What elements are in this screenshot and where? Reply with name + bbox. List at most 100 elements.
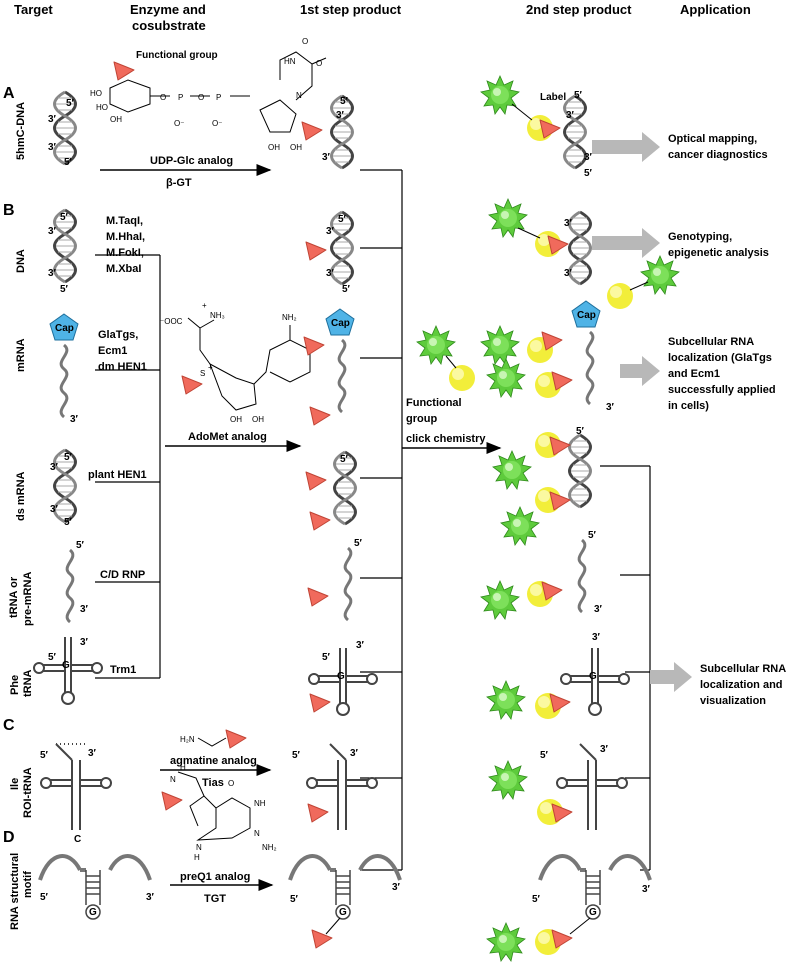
functional-group-triangle xyxy=(113,61,135,81)
label-annotation: Label xyxy=(540,92,566,103)
chem-o: O xyxy=(228,779,234,788)
label-5prime: 5′ xyxy=(48,652,57,663)
app-sub2-line2: localization and xyxy=(700,679,783,691)
app-sub1-line1: Subcellular RNA xyxy=(668,336,754,348)
enzyme-mxbai: M.XbaI xyxy=(106,263,141,275)
product-triangle xyxy=(305,471,327,491)
label-5prime: 5′ xyxy=(588,530,597,541)
preq1-triangle xyxy=(161,791,183,811)
label-g: G xyxy=(339,907,347,918)
chem-ominus: O⁻ xyxy=(212,119,222,128)
label-5prime: 5′ xyxy=(40,892,49,903)
enzyme-plant-hen1: plant HEN1 xyxy=(88,469,147,481)
enzyme-tias: Tias xyxy=(202,777,224,789)
app-optical-line1: Optical mapping, xyxy=(668,133,757,145)
func-group-line1: Functional xyxy=(406,397,462,409)
target-ile-line1: Ile xyxy=(9,778,21,790)
product-triangle xyxy=(311,929,333,949)
application-arrow xyxy=(592,228,660,258)
enzyme-tgt: TGT xyxy=(204,893,226,905)
label-c: C xyxy=(74,834,81,845)
enzyme-trm1: Trm1 xyxy=(110,664,136,676)
label-star xyxy=(480,580,520,620)
app-sub2-line1: Subcellular RNA xyxy=(700,663,786,675)
target-phe-line1: Phe xyxy=(9,675,21,695)
label-5prime: 5′ xyxy=(64,452,73,463)
target-mrna: mRNA xyxy=(15,338,27,372)
step2-products-b: 3′ 3′ Cap 3′ 5′ 5′ 3′ xyxy=(480,198,680,720)
label-5prime: 5′ xyxy=(40,750,49,761)
chem-ominus: O⁻ xyxy=(174,119,184,128)
label-5prime: 5′ xyxy=(342,284,351,295)
panel-letter-d: D xyxy=(3,829,15,846)
chem-n: N xyxy=(170,775,176,784)
product-triangle xyxy=(309,693,331,713)
label-3prime: 3′ xyxy=(50,462,59,473)
chem-o: O xyxy=(198,93,204,102)
right-bracket xyxy=(600,465,651,871)
step2-helix-a xyxy=(563,94,587,170)
udp-glc-structure xyxy=(109,51,327,133)
label-5prime: 5′ xyxy=(76,540,85,551)
label-star xyxy=(486,358,526,398)
label-3prime: 3′ xyxy=(392,882,401,893)
label-3prime: 3′ xyxy=(80,604,89,615)
enzyme-ecm1: Ecm1 xyxy=(98,345,127,357)
label-3prime: 3′ xyxy=(70,414,79,425)
panel-letter-a: A xyxy=(3,85,15,102)
label-5prime: 5′ xyxy=(322,652,331,663)
linker-ball xyxy=(607,283,633,309)
adomet-structure xyxy=(187,317,311,411)
chem-h: H xyxy=(180,763,186,772)
label-star xyxy=(480,325,520,365)
panel-letter-b: B xyxy=(3,202,15,219)
label-3prime: 3′ xyxy=(322,152,331,163)
label-3prime: 3′ xyxy=(584,152,593,163)
label-star xyxy=(492,450,532,490)
label-3prime: 3′ xyxy=(146,892,155,903)
label-star xyxy=(486,680,526,720)
app-geno-line2: epigenetic analysis xyxy=(668,247,769,259)
label-5prime: 5′ xyxy=(574,90,583,101)
chem-ooc: ⁻OOC xyxy=(160,317,183,326)
product-triangle xyxy=(305,241,327,261)
label-star xyxy=(480,75,520,115)
label-3prime: 3′ xyxy=(356,640,365,651)
product-triangle xyxy=(309,511,331,531)
label-3prime: 3′ xyxy=(566,110,575,121)
functional-group-label: Functional group xyxy=(136,50,218,61)
target-trna-line1: tRNA or xyxy=(8,576,20,618)
label-3prime: 3′ xyxy=(606,402,615,413)
step2-helix-dsmrna xyxy=(568,433,592,509)
label-5prime: 5′ xyxy=(60,212,69,223)
chem-p: P xyxy=(178,93,183,102)
linker-ball xyxy=(449,365,475,391)
chem-oh: OH xyxy=(290,143,302,152)
label-5prime: 5′ xyxy=(64,517,73,528)
application-arrow xyxy=(592,132,660,162)
application-arrow xyxy=(650,662,692,692)
enzyme-cd-rnp: C/D RNP xyxy=(100,569,145,581)
label-5prime: 5′ xyxy=(290,894,299,905)
chem-n: N xyxy=(296,91,302,100)
label-3prime: 3′ xyxy=(592,632,601,643)
label-star xyxy=(488,760,528,800)
product-triangle xyxy=(309,406,331,426)
step2-mrna-strand xyxy=(585,330,595,406)
label-3prime: 3′ xyxy=(600,744,609,755)
panel-d: G 5′ 3′ H N O NH N NH₂ N H preQ1 analog … xyxy=(38,763,652,962)
panel-a: 5′ 3′ 3′ 5′ Functional group HO HO OH O … xyxy=(48,37,768,189)
app-sub1-line5: in cells) xyxy=(668,400,709,412)
enzyme-preq1: preQ1 analog xyxy=(180,871,250,883)
chem-nh3: NH₃ xyxy=(210,311,225,320)
app-sub1-line3: and Ecm1 xyxy=(668,368,720,380)
chem-nh2: NH₂ xyxy=(262,843,277,852)
chem-h: H xyxy=(194,853,200,862)
target-trna-strand xyxy=(65,548,75,624)
enzyme-agmatine: agmatine analog xyxy=(170,755,257,767)
enzyme-udp-glc: UDP-Glc analog xyxy=(150,155,233,167)
enzyme-mhhai: M.HhaI, xyxy=(106,231,145,243)
chem-ho: HO xyxy=(96,103,108,112)
target-rna-line1: RNA structural xyxy=(9,853,21,930)
label-3prime: 3′ xyxy=(48,268,57,279)
